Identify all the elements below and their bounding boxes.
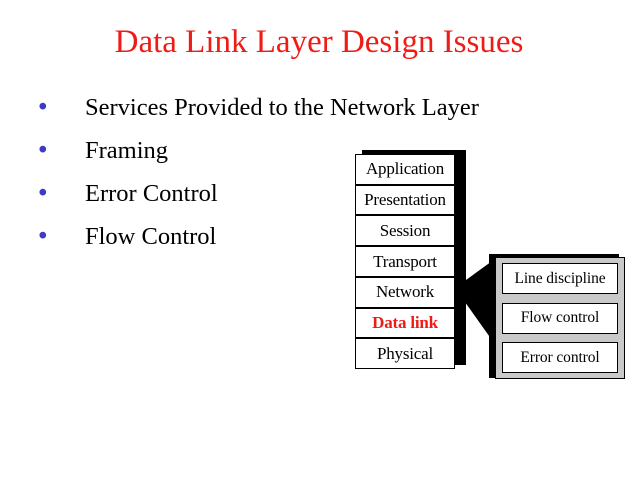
list-item-label: Framing [85,137,169,164]
stack-layer-data-link: Data link [356,309,454,340]
stack-layer-session: Session [356,216,454,248]
list-item-label: Services Provided to the Network Layer [85,94,479,121]
list-item: • Flow Control [36,223,396,268]
stack-layer-application: Application [356,155,454,186]
page-title: Data Link Layer Design Issues [114,24,524,60]
list-item-label: Error Control [85,180,218,207]
bullet-list: • Services Provided to the Network Layer… [36,95,479,268]
stack-layer-physical: Physical [376,343,433,363]
bullet-icon: • [36,224,50,250]
stack-box: Application Presentation Session Transpo… [355,154,455,369]
detail-item-line-discipline: Line discipline [502,263,618,294]
detail-panel-body: Line discipline Flow control Error contr… [495,257,625,379]
data-link-detail-panel: Line discipline Flow control Error contr… [489,252,625,380]
list-item: • Framing [36,137,396,182]
osi-stack-diagram: Application Presentation Session Transpo… [355,150,467,372]
stack-layer-network: Network [356,278,454,309]
list-item-label: Flow Control [85,223,217,250]
stack-layer-presentation: Presentation [356,186,454,217]
bullet-icon: • [36,95,50,121]
detail-item-flow-control: Flow control [502,302,618,334]
bullet-icon: • [36,181,50,207]
stack-layer-transport: Transport [356,247,454,278]
list-item: • Services Provided to the Network Layer [36,95,479,139]
list-item: • Error Control [36,180,396,225]
bullet-icon: • [36,138,50,164]
detail-item-error-control: Error control [502,342,618,373]
